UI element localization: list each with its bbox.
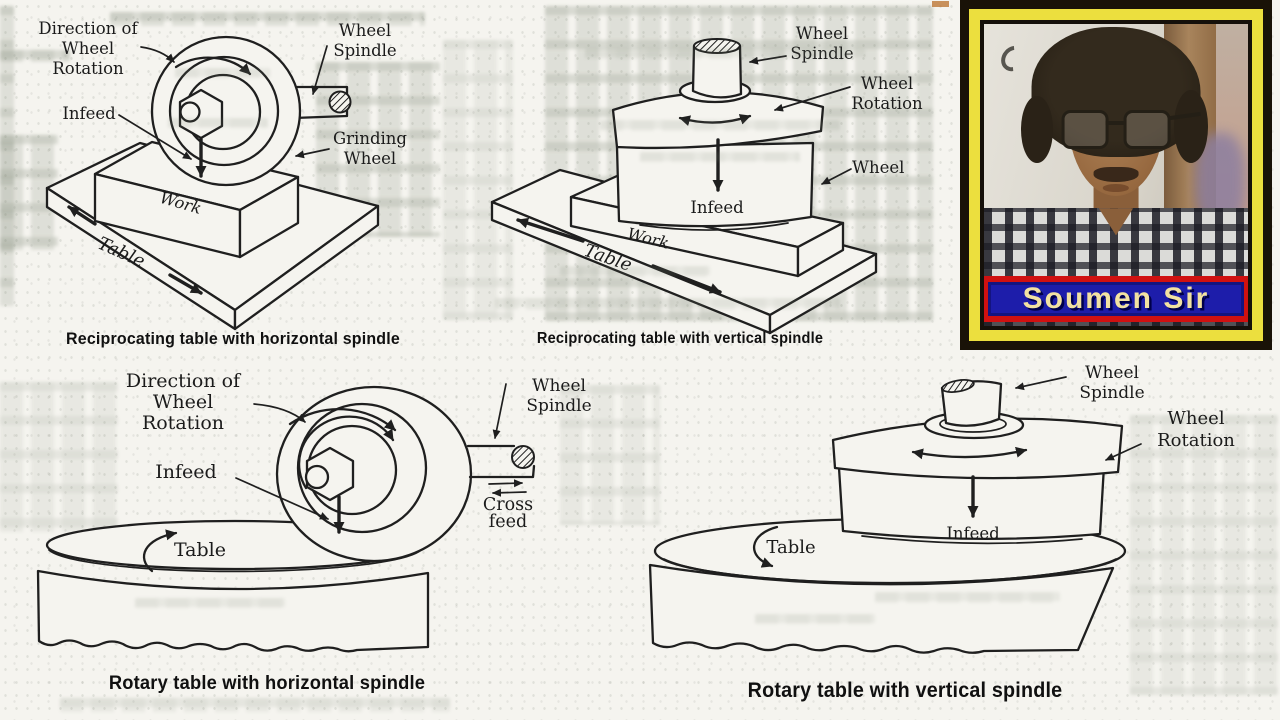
label-line: Wheel [343,149,397,168]
rotary-base [648,563,1115,654]
wheel-rotation-label: Wheel Rotation [841,74,933,114]
work-side [796,221,845,278]
photo-hair-curl [1174,90,1209,163]
table-traverse-arrow [516,217,585,243]
rotary-vertical-drawing [648,376,1142,654]
rotary-horizontal-drawing [36,383,536,653]
photo-mustache [1093,167,1139,182]
wheel-rotation-label: Wheel Rotation [1138,408,1254,452]
table-traverse-arrow [168,273,203,295]
label-line: Wheel [61,39,115,58]
label-line: Spindle [790,44,854,63]
direction-of-wheel-rotation-label: Direction of Wheel Rotation [27,19,149,79]
leader-grinding-wheel [295,148,330,159]
leader-wheel [821,168,852,185]
label-line: Rotation [851,94,923,113]
infeed-label: Infeed [155,461,217,483]
wheel-spindle-label: Wheel Spindle [779,24,865,64]
grinding-wheel-label: Grinding Wheel [326,129,414,169]
photo-hair [1031,27,1201,157]
label-line: Direction of [38,19,138,38]
leader-direction [140,46,175,63]
photo-wall-mark [996,40,1032,77]
rotation-arrow [174,56,252,76]
wheel-label: Wheel [852,158,905,177]
leader-wheel-rotation [774,86,851,112]
cross-feed-label: Cross feed [475,495,541,532]
recip-horizontal-drawing [45,35,380,331]
label-line: Wheel [795,24,849,43]
teacher-name: Soumen Sir [1022,282,1210,315]
infeed-label: Infeed [690,198,744,217]
diagram-caption: Reciprocating table with vertical spindl… [536,330,824,347]
photo-frame-inner-border: Soumen Sir [980,20,1252,330]
leader-wheel-spindle [311,45,328,95]
rotation-arrow-inner [297,415,395,490]
diagram-caption: Reciprocating table with horizontal spin… [66,329,400,348]
label-line: Spindle [526,396,592,416]
label-line: Wheel [1167,408,1225,429]
table-traverse-arrow [67,205,97,226]
label-line: Wheel [338,21,392,40]
photo-mouth [1102,184,1130,192]
table-side [768,252,878,335]
label-line: Wheel [152,391,214,413]
label-line: Rotation [1157,430,1235,451]
photo-card: Soumen Sir [960,0,1272,350]
table-label: Table [766,537,816,558]
spindle-end [328,90,352,114]
label-line: Direction of [125,370,241,392]
wheel-spindle-label: Wheel Spindle [513,376,605,416]
rotation-arrow [678,114,752,126]
table-rotation-arrow [752,525,779,568]
label-line: Cross [482,495,534,515]
label-line: Rotation [52,59,124,78]
label-line: Wheel [1085,363,1139,383]
label-line: Grinding [332,129,407,148]
recip-vertical-drawing [490,38,878,335]
wheel-spindle-label: Wheel Spindle [322,21,408,61]
photo-glasses [1061,110,1201,150]
leader-wheel-spindle [492,383,507,439]
infeed-label: Infeed [946,524,1000,543]
rotation-arrow [911,446,1028,460]
label-line: Rotation [141,412,225,434]
leader-wheel-rotation [1105,443,1142,461]
label-line: feed [488,512,528,532]
direction-of-wheel-rotation-label: Direction of Wheel Rotation [116,371,250,434]
table-side [233,204,380,331]
rotary-base [36,569,430,653]
scan-artifact [932,1,949,7]
table-traverse-arrow [651,264,722,294]
photo-hair-curl [1020,96,1053,163]
work-side [238,175,300,259]
table-label: Table [173,539,226,561]
diagram-caption: Rotary table with horizontal spindle [108,672,426,694]
label-line: Spindle [1079,383,1145,403]
label-line: Wheel [860,74,914,93]
cross-feed-arrow [488,479,523,488]
leader-infeed [235,477,329,520]
diagram-caption: Rotary table with vertical spindle [747,679,1063,702]
leader-direction [253,403,306,423]
table-rotation-arrow [142,529,178,573]
name-banner: Soumen Sir [984,276,1248,322]
leader-wheel-spindle [1015,376,1067,391]
spindle-end [511,445,535,469]
label-line: Wheel [532,376,586,396]
wheel-spindle-label: Wheel Spindle [1066,363,1158,403]
teacher-photo: Soumen Sir [984,24,1248,326]
label-line: Spindle [333,41,397,60]
spindle-shaft [466,444,536,479]
leader-wheel-spindle [749,55,787,65]
cross-feed-arrow [492,488,527,497]
infeed-label: Infeed [62,104,116,123]
leader-infeed [118,114,192,160]
